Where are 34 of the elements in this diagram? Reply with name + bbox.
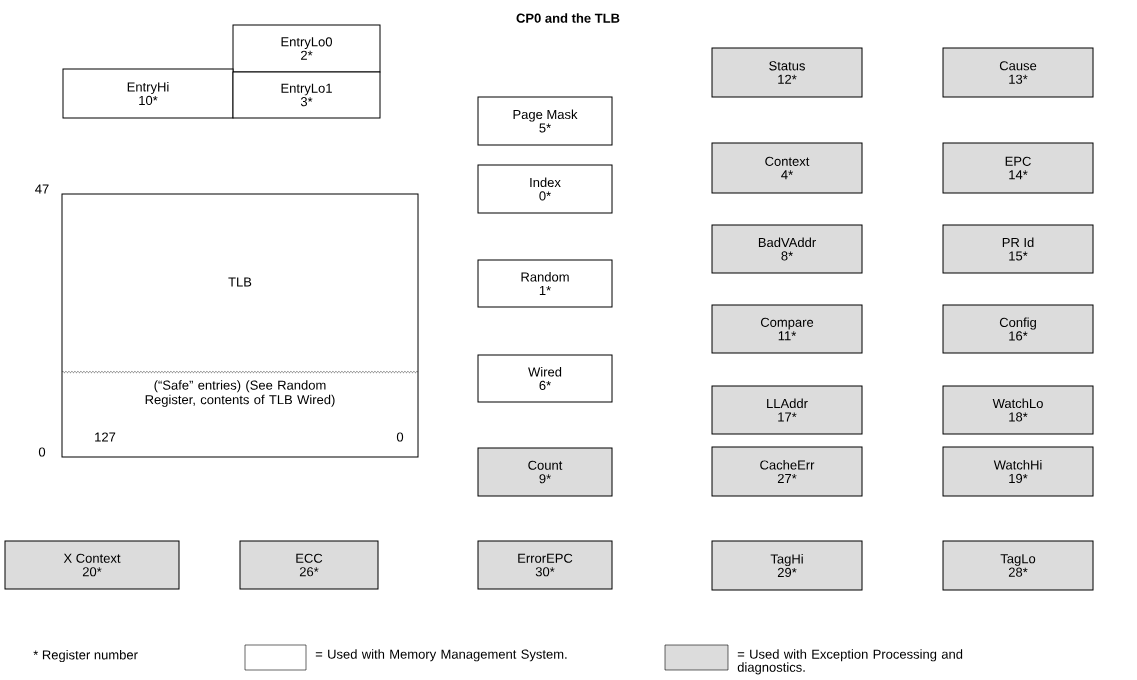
register-box: BadVAddr 8* <box>711 224 863 274</box>
footnote: * Register number <box>33 649 138 663</box>
legend-text: = Used with Exception Processing and diagnostics. <box>737 649 963 675</box>
register-box: TagHi 29* <box>711 540 863 591</box>
axis-number: 47 <box>35 184 49 194</box>
index-number: 127 <box>95 432 116 442</box>
register-box: Page Mask 5* <box>477 96 613 146</box>
register-box: Context 4* <box>711 142 863 194</box>
register-box: Config 16* <box>942 304 1094 354</box>
register-box: Wired 6* <box>477 354 613 403</box>
register-box: WatchHi 19* <box>942 446 1094 497</box>
legend-text: = Used with Memory Management System. <box>315 649 567 662</box>
register-box: LLAddr 17* <box>711 385 863 435</box>
register-box: PR Id 15* <box>942 224 1094 274</box>
register-box: Cause 13* <box>942 47 1094 98</box>
register-box: Count 9* <box>477 447 613 497</box>
register-box: Random 1* <box>477 259 613 308</box>
register-box: EntryLo0 2* <box>232 24 381 73</box>
index-number: 0 <box>396 432 404 442</box>
register-box: Index 0* <box>477 164 613 214</box>
register-box: X Context 20* <box>4 540 180 590</box>
safe-entries-section: (“Safe” entries) (See Random Register, contents of TLB Wired) <box>61 371 419 407</box>
register-box: WatchLo 18* <box>942 385 1094 435</box>
register-box: Compare 11* <box>711 304 863 354</box>
register-box: CacheErr 27* <box>711 446 863 497</box>
register-box: EntryLo1 3* <box>232 71 381 119</box>
title: CP0 and the TLB <box>516 13 620 23</box>
register-box: TagLo 28* <box>942 540 1094 591</box>
register-box: ErrorEPC 30* <box>477 540 613 590</box>
register-box: ECC 26* <box>239 540 379 590</box>
register-box: Status 12* <box>711 47 863 98</box>
axis-number: 0 <box>38 447 46 457</box>
register-box: EPC 14* <box>942 142 1094 194</box>
register-box: EntryHi 10* <box>62 68 234 119</box>
